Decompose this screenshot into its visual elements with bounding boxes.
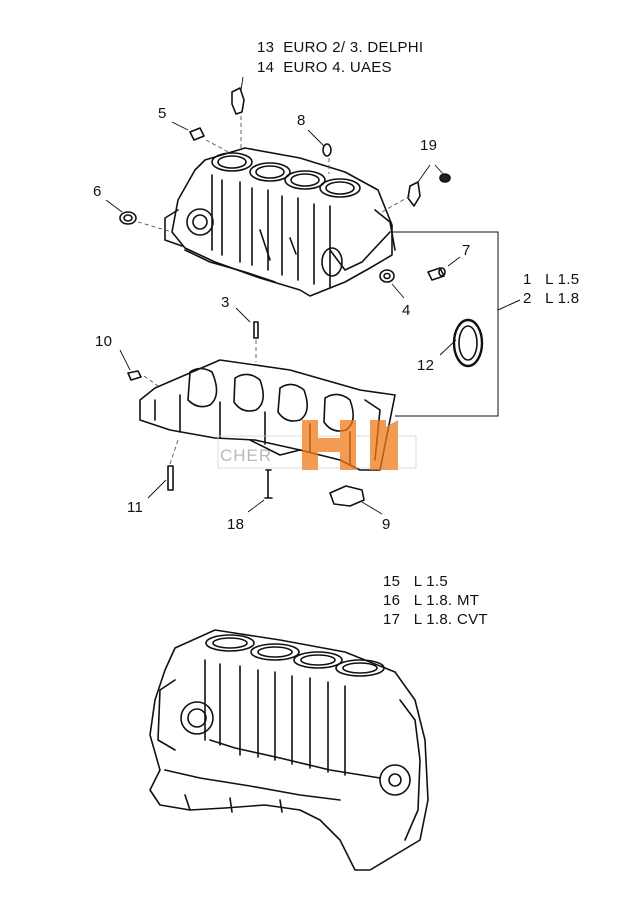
assembly-lines	[137, 116, 411, 465]
callout-3: 3	[221, 294, 230, 311]
callout-15-label: L 1.5	[413, 573, 449, 590]
callout-13-row: 13 EURO 2/ 3. DELPHI	[257, 39, 423, 56]
callout-5: 5	[158, 105, 167, 122]
callout-16-label: L 1.8. MT	[413, 592, 480, 609]
callout-1-number: 1	[523, 271, 532, 288]
plug-6	[119, 211, 137, 225]
callout-1-label: L 1.5	[545, 271, 580, 288]
bolt-18	[264, 469, 273, 499]
plug-7	[427, 267, 446, 281]
callout-1-row: 1 L 1.5	[523, 271, 579, 288]
watermark-text: CHER	[220, 446, 273, 465]
pin-11	[167, 465, 174, 491]
parts-19	[407, 173, 451, 207]
dowel-8	[322, 143, 332, 157]
callout-17-number: 17	[383, 611, 401, 628]
callout-2-row: 2 L 1.8	[523, 290, 579, 307]
callout-13-number: 13	[257, 39, 275, 56]
callout-17-row: 17 L 1.8. CVT	[383, 611, 488, 628]
sensor-13-14	[231, 87, 245, 115]
callout-13-label: EURO 2/ 3. DELPHI	[283, 39, 424, 56]
leader-lines	[105, 76, 461, 515]
callout-14-label: EURO 4. UAES	[283, 59, 392, 76]
callout-2-label: L 1.8	[545, 290, 580, 307]
callout-4: 4	[402, 302, 411, 319]
callout-19: 19	[420, 137, 438, 154]
callout-12: 12	[417, 357, 435, 374]
callout-6: 6	[93, 183, 102, 200]
callout-7: 7	[462, 242, 471, 259]
callout-2-number: 2	[523, 290, 532, 307]
watermark-logo	[217, 420, 417, 470]
callout-9: 9	[382, 516, 391, 533]
plug-4	[379, 269, 395, 283]
seal-12	[452, 318, 484, 368]
callout-11: 11	[127, 499, 144, 516]
callout-bracket	[392, 231, 521, 417]
callout-14-number: 14	[257, 59, 275, 76]
plug-5	[189, 127, 205, 141]
callout-18: 18	[227, 516, 245, 533]
assembled-cylinder-block	[149, 629, 429, 871]
upper-cylinder-block	[164, 147, 396, 297]
callout-15-number: 15	[383, 573, 401, 590]
callout-15-row: 15 L 1.5	[383, 573, 448, 590]
callout-17-label: L 1.8. CVT	[413, 611, 488, 628]
callout-8: 8	[297, 112, 306, 129]
dowel-3	[253, 321, 259, 339]
plug-10	[127, 370, 142, 381]
callout-10: 10	[95, 333, 113, 350]
callout-16-number: 16	[383, 592, 401, 609]
cap-9	[329, 485, 365, 507]
callout-14-row: 14 EURO 4. UAES	[257, 59, 392, 76]
callout-16-row: 16 L 1.8. MT	[383, 592, 479, 609]
